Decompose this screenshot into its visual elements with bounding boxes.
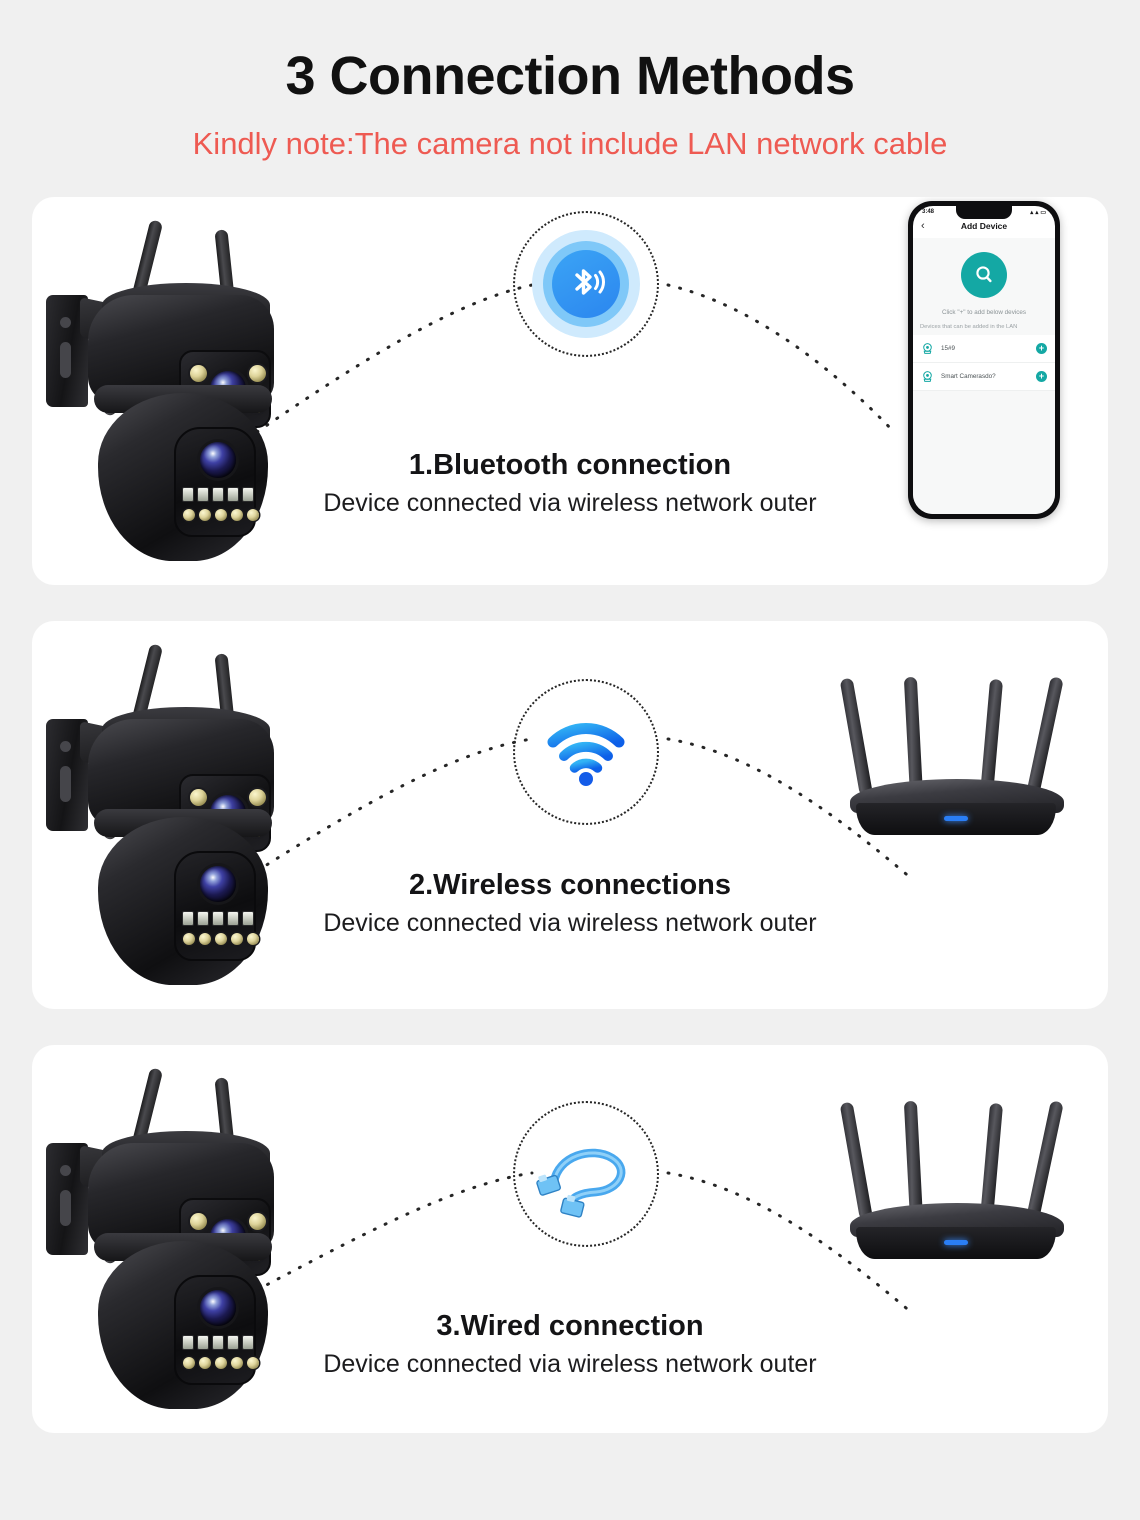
- phone-hint-main: Click "+" to add below devices: [941, 308, 1027, 316]
- list-item[interactable]: Smart Camerasdo? +: [913, 363, 1055, 391]
- phone-app-body: Click "+" to add below devices Devices t…: [913, 237, 1055, 514]
- security-camera-image: [40, 1055, 310, 1415]
- router-antenna: [1026, 1100, 1064, 1221]
- card-subtitle: Device connected via wireless network ou…: [323, 489, 817, 518]
- chevron-left-icon[interactable]: ‹: [921, 219, 925, 232]
- wifi-badge: [513, 678, 659, 825]
- card-caption: 1.Bluetooth connection Device connected …: [32, 449, 1108, 518]
- bluetooth-ring-inner: [552, 249, 620, 318]
- bluetooth-icon: [575, 269, 605, 295]
- phone-hint-sub: Devices that can be added in the LAN: [920, 323, 1018, 330]
- status-time: 3:48: [922, 209, 935, 216]
- router-antenna: [903, 1100, 923, 1220]
- router-led-indicator: [944, 1239, 968, 1245]
- card-caption: 3.Wired connection Device connected via …: [32, 1310, 1108, 1379]
- signal-icon: ▴: [1030, 209, 1034, 216]
- router-antenna: [1026, 676, 1064, 797]
- connection-card-bluetooth: 3:48 ▴ ▴ ▭ ‹ Add Device: [32, 196, 1108, 585]
- camera-device-icon: [923, 342, 932, 354]
- camera-lower-lens: [200, 865, 236, 902]
- router-antenna: [839, 1101, 873, 1220]
- camera-white-led-strip: [182, 486, 254, 502]
- wifi-icon: [547, 722, 625, 786]
- connection-card-wireless: 2.Wireless connections Device connected …: [32, 620, 1108, 1009]
- card-title: 2.Wireless connections: [408, 868, 732, 901]
- camera-lower-lens-module: [174, 426, 259, 537]
- card-title: 1.Bluetooth connection: [408, 448, 732, 481]
- camera-led: [249, 788, 266, 806]
- connection-card-wired: 3.Wired connection Device connected via …: [32, 1044, 1108, 1433]
- camera-ptz-dome: [98, 392, 268, 561]
- card-title: 3.Wired connection: [436, 1309, 704, 1342]
- phone-notch: [956, 205, 1012, 219]
- phone-status-bar: 3:48 ▴ ▴ ▭: [913, 206, 1055, 216]
- device-name: 15#9: [941, 344, 956, 352]
- wifi-router-image: [839, 1065, 1074, 1265]
- smartphone-mockup: 3:48 ▴ ▴ ▭ ‹ Add Device: [908, 200, 1060, 519]
- list-item[interactable]: 15#9 +: [913, 335, 1055, 363]
- camera-device-icon: [923, 370, 932, 382]
- battery-icon: ▭: [1040, 209, 1046, 216]
- phone-nav-title: Add Device: [960, 221, 1008, 232]
- camera-led: [190, 1212, 207, 1230]
- status-icons-group: ▴ ▴ ▭: [1030, 209, 1046, 216]
- router-base: [856, 802, 1056, 835]
- page-title: 3 Connection Methods: [285, 46, 856, 106]
- lan-cable-icon: [536, 1148, 626, 1218]
- camera-lower-lens-module: [174, 850, 259, 961]
- router-antenna: [839, 677, 873, 796]
- camera-ptz-dome: [98, 816, 268, 985]
- camera-ir-led-row: [183, 1356, 259, 1369]
- magnifier-icon: [976, 266, 992, 282]
- bluetooth-ring-outer: [532, 229, 640, 338]
- wifi-icon: ▴: [1035, 209, 1039, 216]
- camera-lower-lens: [200, 441, 236, 478]
- router-base: [856, 1226, 1056, 1259]
- security-camera-image: [40, 631, 310, 991]
- camera-led: [249, 364, 266, 382]
- camera-lower-lens-module: [174, 1274, 259, 1385]
- camera-led: [190, 788, 207, 806]
- camera-white-led-strip: [182, 1334, 254, 1350]
- device-name: Smart Camerasdo?: [941, 372, 996, 380]
- wifi-router-image: [839, 641, 1074, 841]
- camera-led: [190, 364, 207, 382]
- phone-nav-bar: ‹ Add Device: [913, 216, 1055, 238]
- page-header: 3 Connection Methods Kindly note:The cam…: [0, 0, 1140, 161]
- camera-ptz-dome: [98, 1240, 268, 1409]
- card-subtitle: Device connected via wireless network ou…: [323, 1350, 817, 1379]
- camera-ir-led-row: [183, 932, 259, 945]
- add-device-button[interactable]: +: [1036, 370, 1047, 382]
- search-circle-button[interactable]: [961, 251, 1007, 298]
- camera-lower-lens: [200, 1289, 236, 1326]
- add-device-button[interactable]: +: [1036, 342, 1047, 354]
- camera-led: [249, 1212, 266, 1230]
- cards-container: 3:48 ▴ ▴ ▭ ‹ Add Device: [0, 196, 1140, 1433]
- bluetooth-ring-mid: [543, 240, 629, 327]
- router-led-indicator: [944, 815, 968, 821]
- card-subtitle: Device connected via wireless network ou…: [323, 909, 817, 938]
- router-antenna: [903, 676, 923, 796]
- router-antenna: [980, 678, 1004, 796]
- page-note: Kindly note:The camera not include LAN n…: [192, 125, 948, 161]
- bluetooth-badge: [513, 210, 659, 357]
- camera-ir-led-row: [183, 508, 259, 521]
- phone-device-list: 15#9 + Smart Camerasdo? +: [913, 334, 1055, 391]
- rj45-connector-left: [536, 1174, 561, 1196]
- card-caption: 2.Wireless connections Device connected …: [32, 869, 1108, 938]
- phone-screen: 3:48 ▴ ▴ ▭ ‹ Add Device: [913, 205, 1055, 514]
- router-antenna: [980, 1102, 1004, 1220]
- camera-white-led-strip: [182, 910, 254, 926]
- rj45-connector-right: [560, 1194, 585, 1218]
- security-camera-image: [40, 207, 310, 567]
- lan-cable-badge: [513, 1100, 659, 1247]
